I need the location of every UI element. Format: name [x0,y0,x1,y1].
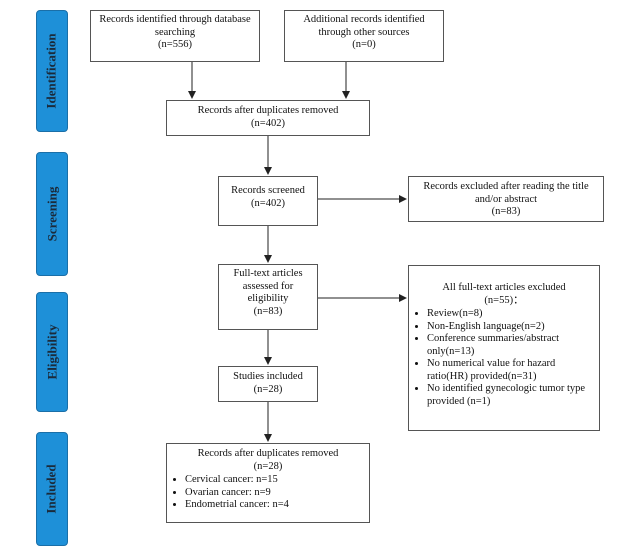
box-duplicates-removed: Records after duplicates removed (n=402) [166,100,370,136]
fulltext-line3: eligibility [247,293,289,304]
duplicates-line1: Records after duplicates removed [197,105,339,116]
stage-eligibility: Eligibility [36,292,68,412]
box-final-included: Records after duplicates removed (n=28) … [166,443,370,523]
studies-line1: Studies included [233,371,303,382]
cancer-type-item: Endometrial cancer: n=4 [185,499,365,512]
box-records-screened: Records screened (n=402) [218,176,318,226]
box-other-sources: Additional records identified through ot… [284,10,444,62]
cancer-type-item: Ovarian cancer: n=9 [185,487,365,500]
fulltext-count: (n=83) [253,305,283,317]
stage-identification: Identification [36,10,68,132]
fulltext-excluded-count: (n=55)： [484,294,524,306]
excluded-title-line2: and/or abstract [474,193,538,205]
screened-count: (n=402) [251,197,285,209]
fulltext-line2: assessed for [242,280,294,292]
database-line1: Records identified through database [99,14,251,25]
database-line2: searching [154,26,196,38]
excluded-title-line1: Records excluded after reading the title [423,181,589,192]
exclusion-reason: Non-English language(n=2) [427,321,595,334]
exclusion-reason: Review(n=8) [427,308,595,321]
box-database-records: Records identified through database sear… [90,10,260,62]
stage-included: Included [36,432,68,546]
exclusion-reason: No numerical value for hazard ratio(HR) … [427,358,595,383]
fulltext-excluded-line1: All full-text articles excluded [442,282,566,293]
final-count: (n=28) [253,460,283,472]
stage-screening: Screening [36,152,68,276]
studies-count: (n=28) [253,383,283,395]
database-count: (n=556) [158,39,192,50]
box-full-text-assessed: Full-text articles assessed for eligibil… [218,264,318,330]
duplicates-count: (n=402) [251,117,285,129]
excluded-title-count: (n=83) [491,206,521,217]
final-line1: Records after duplicates removed [197,448,339,459]
exclusion-reason: Conference summaries/abstract only(n=13) [427,333,595,358]
exclusion-reason: No identified gynecologic tumor type pro… [427,383,595,408]
other-line1: Additional records identified [303,14,425,25]
box-full-text-excluded: All full-text articles excluded (n=55)： … [408,265,600,431]
cancer-type-item: Cervical cancer: n=15 [185,474,365,487]
cancer-type-list: Cervical cancer: n=15 Ovarian cancer: n=… [171,474,365,512]
exclusion-reasons-list: Review(n=8) Non-English language(n=2) Co… [413,308,595,408]
screened-line1: Records screened [231,185,305,196]
fulltext-line1: Full-text articles [233,268,303,279]
box-excluded-title-abstract: Records excluded after reading the title… [408,176,604,222]
other-count: (n=0) [352,39,376,50]
box-studies-included: Studies included (n=28) [218,366,318,402]
other-line2: through other sources [318,26,410,38]
